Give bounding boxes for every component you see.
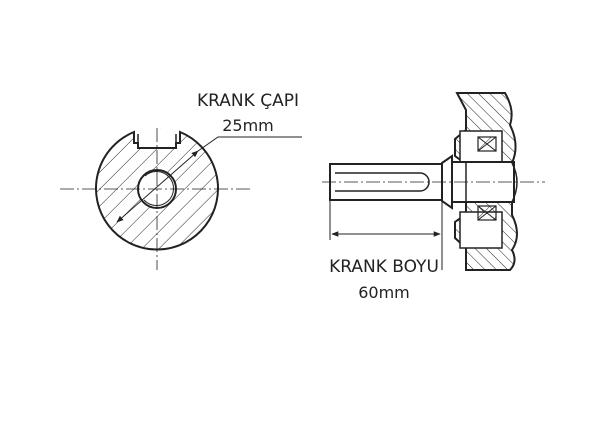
length-title: KRANK BOYU	[329, 257, 439, 277]
diameter-dimension-line	[116, 150, 199, 223]
seal-upper	[477, 136, 497, 152]
shaft-side-view	[322, 92, 545, 271]
seal-lower	[477, 205, 497, 221]
shaft-outline	[95, 130, 219, 251]
diameter-value: 25mm	[222, 116, 274, 135]
diameter-leader	[197, 136, 302, 152]
shaft-cross-section	[60, 128, 302, 270]
length-value: 60mm	[358, 283, 410, 302]
diameter-title: KRANK ÇAPI	[197, 91, 299, 111]
